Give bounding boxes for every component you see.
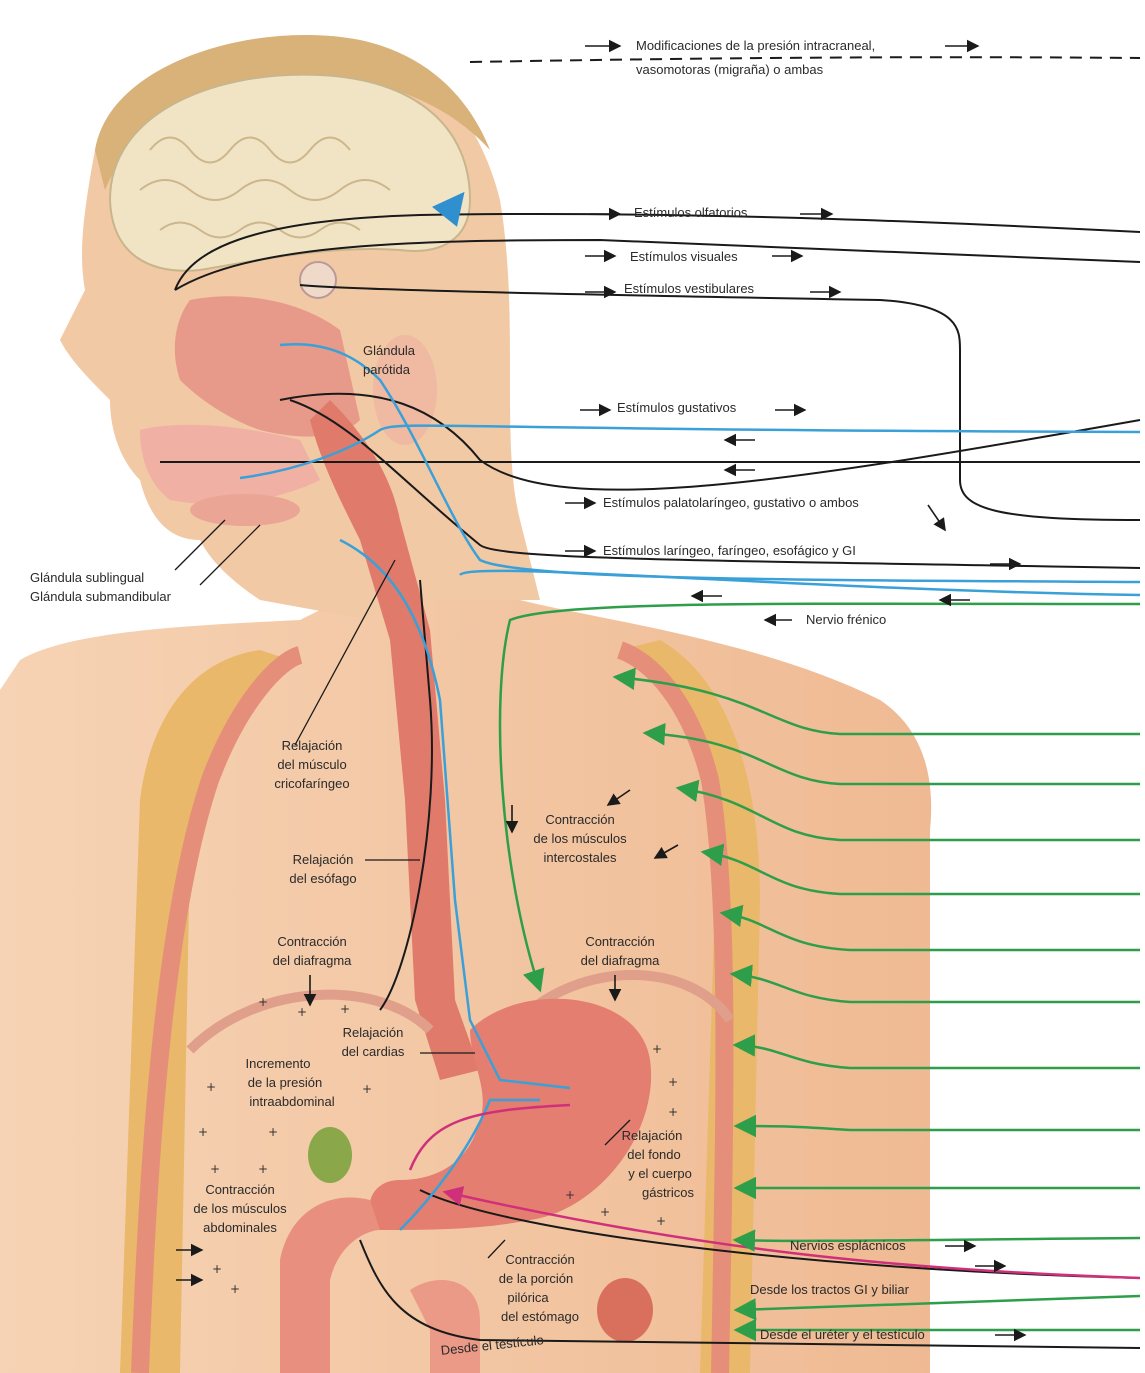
label-cricopharyngeal-2: del músculo [277,757,346,773]
pressure-plus-icon: + [297,1005,307,1019]
label-phrenic-nerve: Nervio frénico [806,612,886,628]
label-fundus-3: y el cuerpo [628,1166,692,1182]
pressure-plus-icon: + [198,1125,208,1139]
pressure-plus-icon: + [206,1080,216,1094]
pressure-plus-icon: + [600,1205,610,1219]
label-pyloric-2: de la porción [499,1271,573,1287]
label-pyloric-4: del estómago [501,1309,579,1325]
label-fundus-2: del fondo [627,1147,681,1163]
label-diaphragm-left-2: del diafragma [273,953,352,969]
label-abd-muscles-3: abdominales [203,1220,277,1236]
pressure-plus-icon: + [565,1188,575,1202]
pressure-plus-icon: + [210,1162,220,1176]
label-palatolaryngeal-stimuli: Estímulos palatolaríngeo, gustativo o am… [603,495,859,511]
label-laryngeal-stimuli: Estímulos laríngeo, faríngeo, esofágico … [603,543,856,559]
pressure-plus-icon: + [668,1105,678,1119]
pressure-plus-icon: + [340,1002,350,1016]
label-diaphragm-left-1: Contracción [277,934,346,950]
label-diaphragm-right-2: del diafragma [581,953,660,969]
pressure-plus-icon: + [212,1262,222,1276]
label-fundus-4: gástricos [642,1185,694,1201]
label-diaphragm-right-1: Contracción [585,934,654,950]
label-esophagus-1: Relajación [293,852,354,868]
label-cricopharyngeal-3: cricofaríngeo [274,776,349,792]
label-abd-pressure-2: de la presión [248,1075,322,1091]
label-olfactory-stimuli: Estímulos olfatorios [634,205,747,221]
label-gustatory-stimuli: Estímulos gustativos [617,400,736,416]
label-esophagus-2: del esófago [289,871,356,887]
label-abd-pressure-3: intraabdominal [249,1094,334,1110]
pressure-plus-icon: + [668,1075,678,1089]
label-abd-muscles-2: de los músculos [193,1201,286,1217]
label-intercostal-2: de los músculos [533,831,626,847]
pressure-plus-icon: + [652,1042,662,1056]
label-gi-biliary: Desde los tractos GI y biliar [750,1282,909,1298]
label-splanchnic-nerves: Nervios esplácnicos [790,1238,906,1254]
label-intercostal-1: Contracción [545,812,614,828]
label-cardia-2: del cardias [342,1044,405,1060]
label-visual-stimuli: Estímulos visuales [630,249,738,265]
label-fundus-1: Relajación [622,1128,683,1144]
label-cardia-1: Relajación [343,1025,404,1041]
label-sublingual-gland: Glándula sublingual [30,570,144,586]
label-submandibular-gland: Glándula submandibular [30,589,171,605]
label-vestibular-stimuli: Estímulos vestibulares [624,281,754,297]
label-pyloric-1: Contracción [505,1252,574,1268]
label-intracranial-pressure: Modificaciones de la presión intracranea… [636,38,875,54]
label-pyloric-3: pilórica [507,1290,548,1306]
label-vasomotor-migraine: vasomotoras (migraña) o ambas [636,62,823,78]
pressure-plus-icon: + [268,1125,278,1139]
pressure-plus-icon: + [362,1082,372,1096]
label-cricopharyngeal-1: Relajación [282,738,343,754]
label-parotid-1: Glándula [363,343,415,359]
label-ureter-testicle: Desde el uréter y el testículo [760,1327,925,1343]
label-parotid-2: parótida [363,362,410,378]
pressure-plus-icon: + [258,995,268,1009]
label-intercostal-3: intercostales [544,850,617,866]
pressure-plus-icon: + [258,1162,268,1176]
label-abd-muscles-1: Contracción [205,1182,274,1198]
label-abd-pressure-1: Incremento [245,1056,310,1072]
pressure-plus-icon: + [656,1214,666,1228]
pressure-plus-icon: + [230,1282,240,1296]
